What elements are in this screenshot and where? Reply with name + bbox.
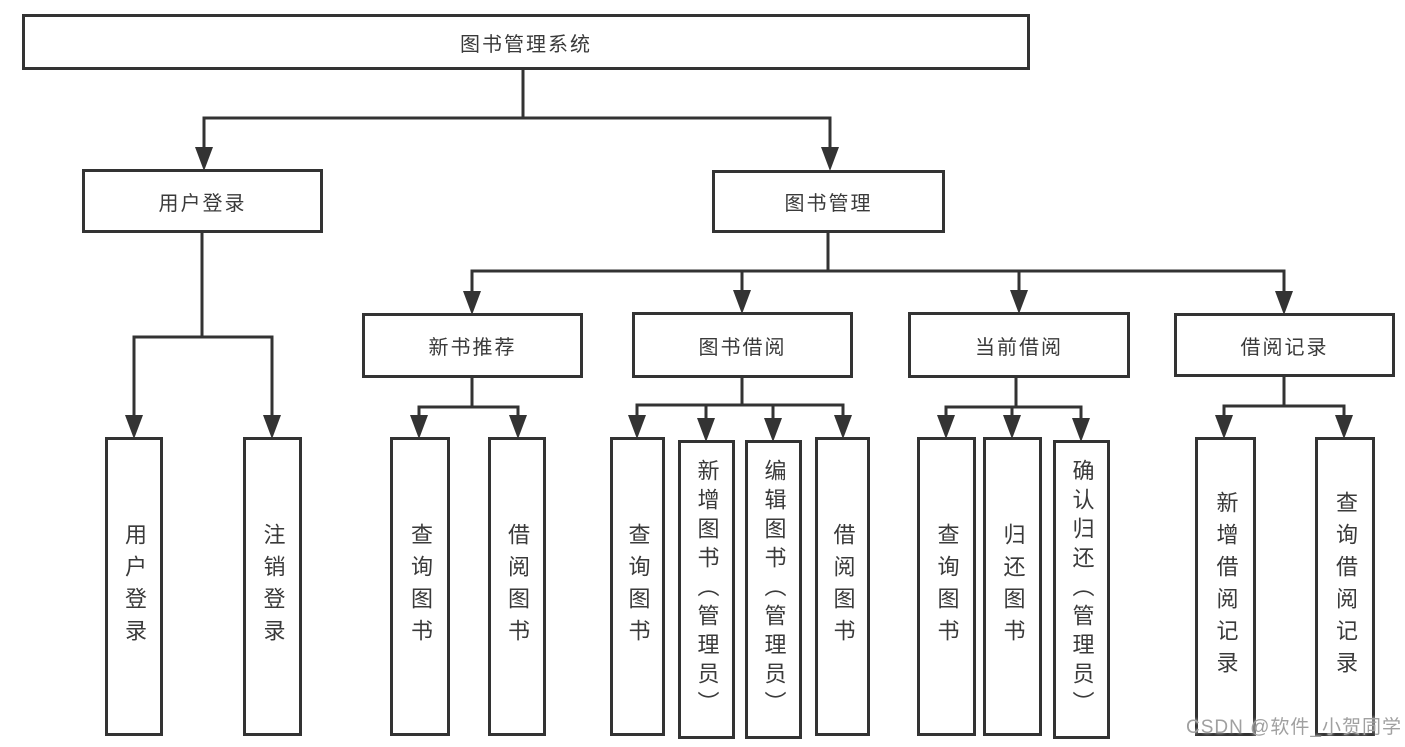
leaf-add-borrow-record: 新增借阅记录 [1195,437,1256,736]
leaf-query-books-recommend: 查询图书 [390,437,450,736]
leaf-borrow-books-borrow: 借阅图书 [815,437,870,736]
node-book-borrow: 图书借阅 [632,312,853,378]
node-library-system: 图书管理系统 [22,14,1030,70]
node-borrow-records: 借阅记录 [1174,313,1395,377]
leaf-return-book: 归还图书 [983,437,1042,736]
leaf-add-book-admin: 新增图书（管理员） [678,440,735,739]
leaf-borrow-books-recommend: 借阅图书 [488,437,546,736]
leaf-logout: 注销登录 [243,437,302,736]
watermark: CSDN @软件_小贺同学 [1186,717,1402,738]
leaf-query-books-current: 查询图书 [917,437,976,736]
leaf-query-books-borrow: 查询图书 [610,437,665,736]
leaf-query-borrow-record: 查询借阅记录 [1315,437,1375,736]
node-book-management: 图书管理 [712,170,945,233]
arrowheads [125,147,1353,442]
leaf-edit-book-admin: 编辑图书（管理员） [745,440,802,739]
node-new-book-recommend: 新书推荐 [362,313,583,378]
node-current-borrow: 当前借阅 [908,312,1130,378]
leaf-confirm-return-admin: 确认归还（管理员） [1053,440,1110,739]
node-user-login: 用户登录 [82,169,323,233]
leaf-user-login: 用户登录 [105,437,163,736]
